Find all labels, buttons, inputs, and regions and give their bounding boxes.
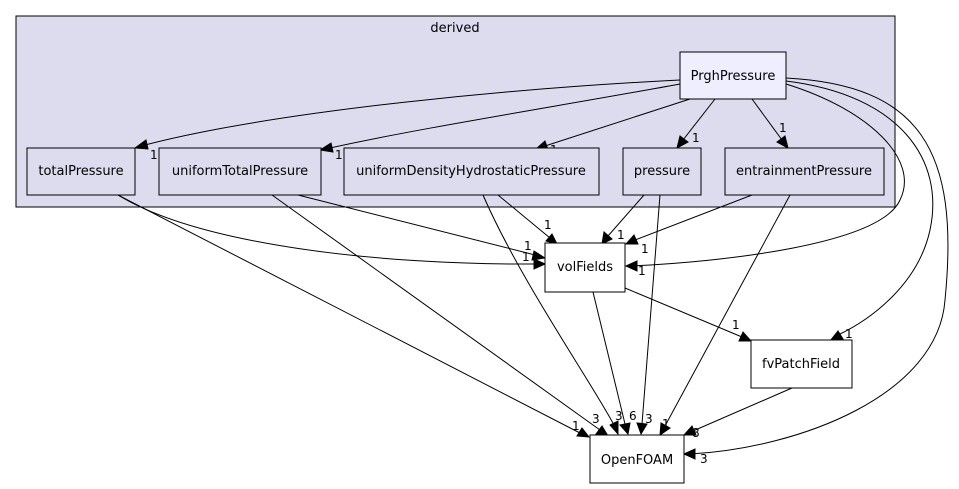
edge-uniformtotal-volfields xyxy=(297,194,536,256)
edge-label: 1 xyxy=(638,264,646,278)
node-label: uniformTotalPressure xyxy=(172,164,308,179)
node-box xyxy=(622,147,702,196)
arrowhead xyxy=(624,260,638,272)
edge-label: 3 xyxy=(645,412,653,426)
edge-label: 8 xyxy=(692,426,700,440)
edge-label: 1 xyxy=(641,242,649,256)
arrowhead xyxy=(682,425,697,436)
edge-prgh-uniformtotal xyxy=(329,83,681,149)
edge-uniformtotal-openfoam xyxy=(271,194,601,431)
edge-uniformdensity-openfoam xyxy=(482,194,615,426)
edge-label: 1 xyxy=(524,239,532,253)
arrowhead xyxy=(133,139,149,150)
cluster-label: derived xyxy=(430,21,479,36)
edge-label: 1 xyxy=(572,419,580,433)
node-box xyxy=(343,147,600,196)
node-box xyxy=(544,242,626,293)
arrowhead xyxy=(531,250,547,261)
edge-label: 1 xyxy=(522,250,530,264)
node-label: fvPatchField xyxy=(762,357,840,372)
edge-label: 1 xyxy=(779,121,787,135)
node-uniformtotalpressure[interactable]: uniformTotalPressure xyxy=(158,147,322,196)
node-pressure[interactable]: pressure xyxy=(622,147,702,196)
node-label: pressure xyxy=(634,164,690,179)
edge-label: 1 xyxy=(692,131,700,145)
arrowhead xyxy=(624,234,639,245)
node-entrainmentpressure[interactable]: entrainmentPressure xyxy=(724,147,885,196)
edge-volfields-fvpatchfield xyxy=(624,287,743,338)
edges xyxy=(117,77,949,460)
node-label: uniformDensityHydrostaticPressure xyxy=(356,164,586,179)
edge-label: 3 xyxy=(592,412,600,426)
edge-entrainment-volfields xyxy=(634,194,753,241)
edge-label: 1 xyxy=(544,218,552,232)
edge-fvpatchfield-openfoam xyxy=(692,387,793,432)
node-box xyxy=(589,434,685,484)
edge-prgh-total xyxy=(144,79,681,146)
arrowhead xyxy=(619,422,631,436)
node-label: OpenFOAM xyxy=(601,453,673,468)
node-box xyxy=(750,339,853,389)
arrowhead xyxy=(682,448,696,460)
edge-prgh-uniformdensity xyxy=(544,98,691,147)
node-label: entrainmentPressure xyxy=(736,164,872,179)
node-fvpatchfield[interactable]: fvPatchField xyxy=(750,339,853,389)
edge-label: 3 xyxy=(700,452,708,466)
node-box xyxy=(679,51,787,100)
node-totalpressure[interactable]: totalPressure xyxy=(26,147,136,196)
edge-label: 1 xyxy=(845,327,853,341)
node-label: totalPressure xyxy=(38,164,123,179)
edge-prgh-pressure xyxy=(682,98,716,141)
edge-label: 1 xyxy=(732,318,740,332)
edge-total-volfields xyxy=(117,194,536,265)
node-prghpressure[interactable]: PrghPressure xyxy=(679,51,787,100)
node-volfields[interactable]: volFields xyxy=(544,242,626,293)
edge-entrainment-openfoam xyxy=(664,194,791,427)
arrowhead xyxy=(609,420,619,436)
nodes: PrghPressure totalPressure uniformTotalP… xyxy=(26,51,885,484)
edge-label: 1 xyxy=(150,148,158,162)
edge-uniformdensity-volfields xyxy=(497,194,551,239)
arrowhead xyxy=(576,427,591,438)
edge-label: 1 xyxy=(617,228,625,242)
edge-total-openfoam xyxy=(117,194,581,434)
node-box xyxy=(158,147,322,196)
node-box xyxy=(724,147,885,196)
arrowhead xyxy=(533,258,547,270)
arrowhead xyxy=(738,331,753,342)
edge-label: 3 xyxy=(615,409,623,423)
edge-label: 1 xyxy=(335,148,343,162)
edge-volfields-openfoam xyxy=(592,291,626,425)
arrowhead xyxy=(676,135,689,149)
edge-pressure-volfields xyxy=(607,194,645,237)
edge-prgh-fvpatchfield xyxy=(785,80,934,336)
arrowhead xyxy=(636,422,648,436)
edge-label: 1 xyxy=(662,417,670,431)
edge-label: 6 xyxy=(629,409,637,423)
arrowhead xyxy=(776,135,789,149)
edge-prgh-openfoam xyxy=(689,77,949,455)
node-label: PrghPressure xyxy=(691,69,776,84)
arrowhead xyxy=(659,422,671,437)
edge-prgh-entrainment xyxy=(751,98,783,141)
node-label: volFields xyxy=(557,260,613,275)
node-box xyxy=(26,147,136,196)
edge-pressure-openfoam xyxy=(641,194,661,425)
arrowhead xyxy=(318,142,334,153)
arrowhead xyxy=(601,231,613,245)
node-openfoam[interactable]: OpenFOAM xyxy=(589,434,685,484)
edge-prgh-volfields xyxy=(629,83,905,267)
node-uniformdensityhydrostaticpressure[interactable]: uniformDensityHydrostaticPressure xyxy=(343,147,600,196)
